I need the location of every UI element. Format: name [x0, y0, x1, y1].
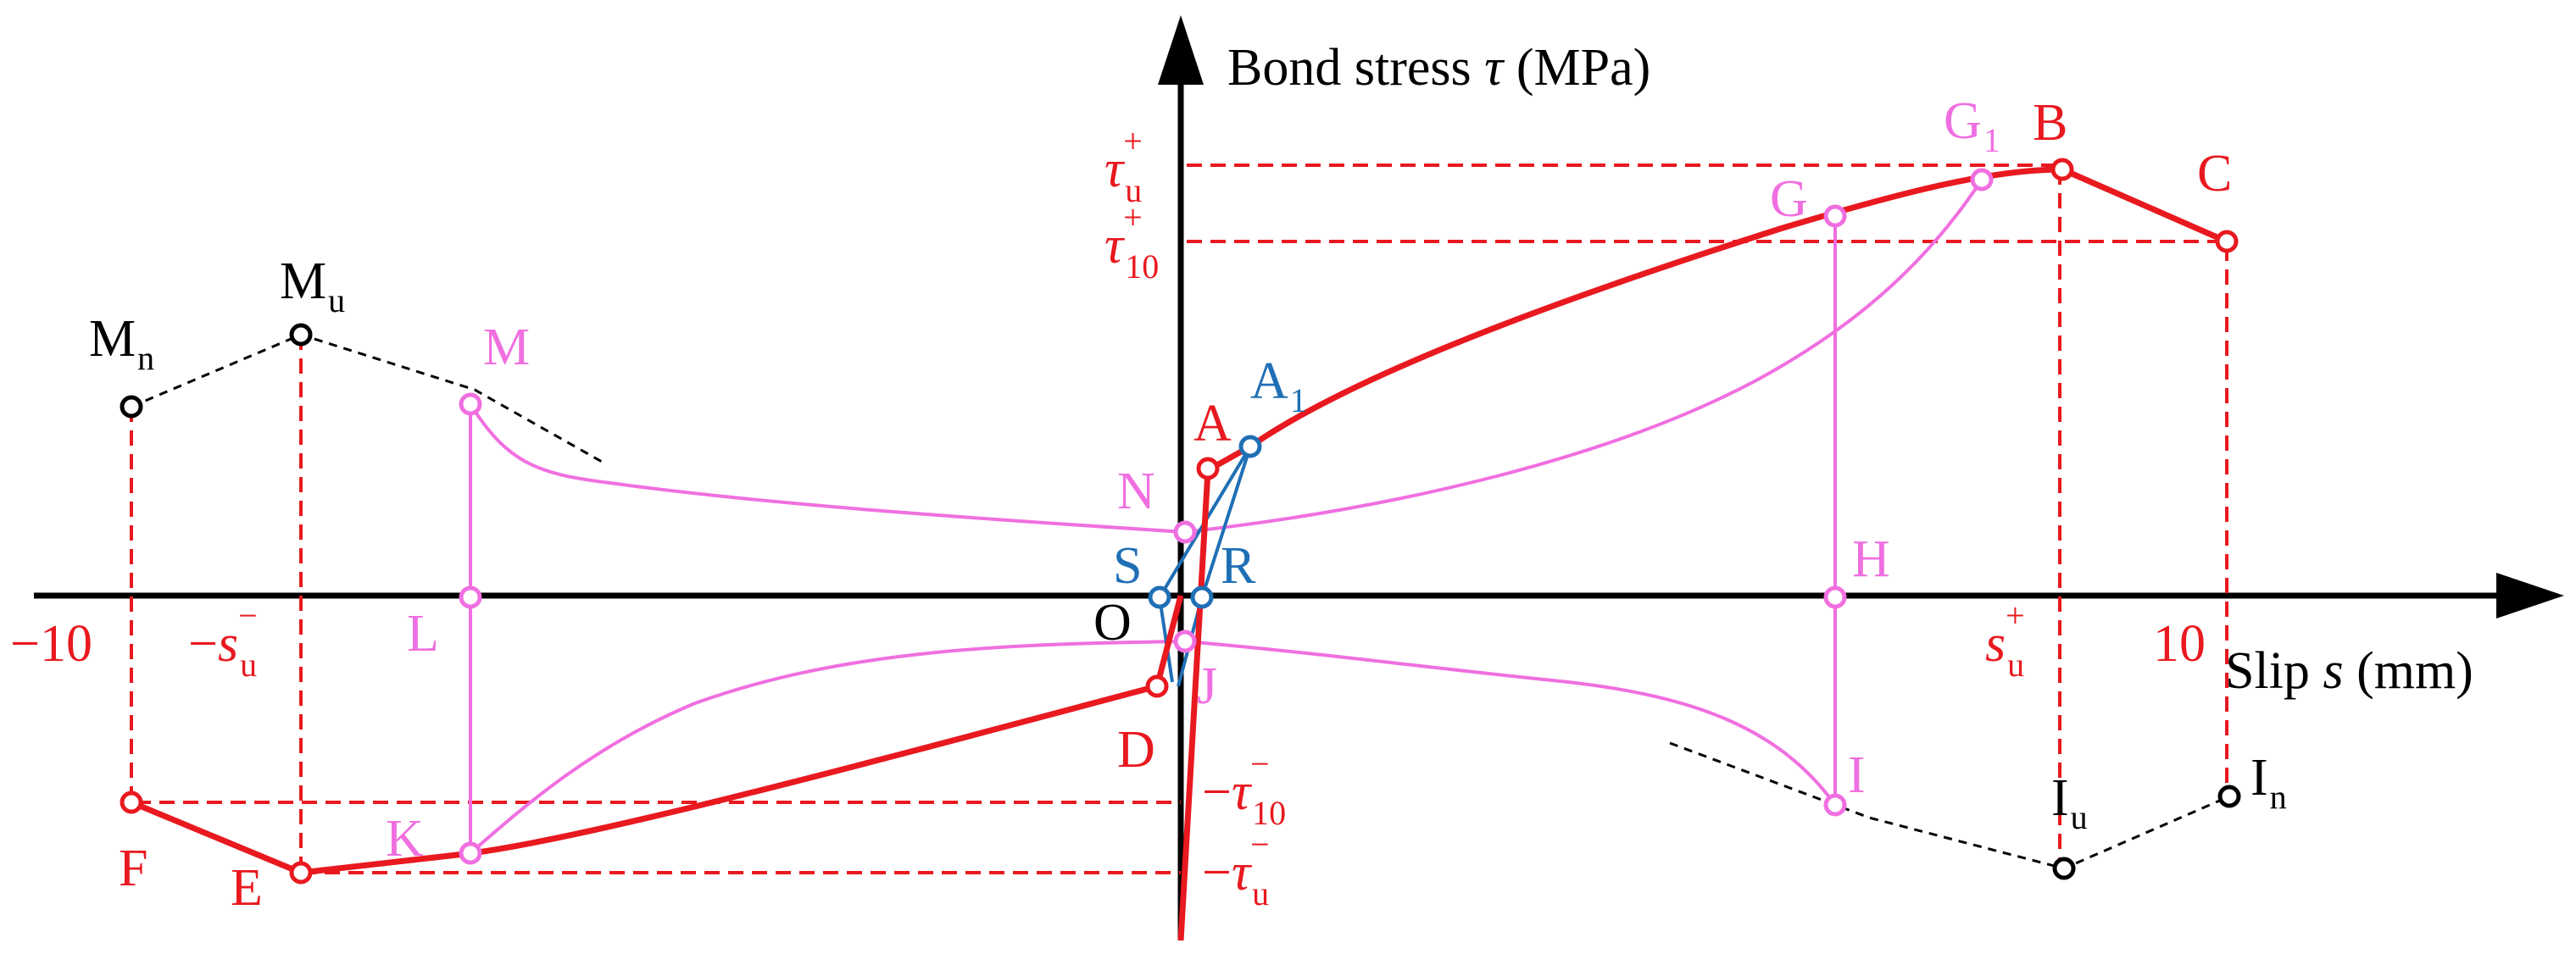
label-H: H [1852, 530, 1890, 588]
label-tau-u-pos: τu+ [1104, 122, 1143, 209]
blue-line-3 [1200, 446, 1252, 598]
marker-K [459, 841, 482, 865]
marker-D [1145, 674, 1169, 698]
marker-S [1148, 585, 1171, 609]
curve-j-to-k [469, 640, 1186, 855]
label-tau-u-neg: −τu− [1202, 825, 1270, 912]
x-tick-pos-10: 10 [2153, 615, 2206, 673]
label-O: O [1093, 594, 1132, 652]
markers [120, 158, 2241, 885]
marker-Mn [120, 395, 143, 419]
label-s-u-pos: su+ [1985, 596, 2025, 684]
marker-F [120, 790, 143, 814]
marker-H [1823, 585, 1847, 609]
unload-curves [469, 178, 1983, 855]
extension-lines [131, 333, 2230, 870]
label-Mn: Mn [89, 310, 154, 377]
label-K: K [386, 810, 424, 868]
label-G: G [1770, 170, 1808, 228]
label-A1: A1 [1250, 352, 1307, 419]
marker-R [1190, 585, 1214, 609]
marker-G1 [1970, 168, 1994, 191]
x-axis-title: Slip s (mm) [2225, 642, 2473, 700]
label-In: In [2251, 749, 2287, 816]
y-axis-title: Bond stress τ (MPa) [1227, 39, 1650, 97]
marker-C [2215, 230, 2239, 253]
y-axis-arrow [1158, 15, 1204, 85]
label-s-u-neg: −su− [188, 596, 258, 684]
label-M: M [483, 319, 530, 376]
curve-m-to-n [469, 402, 1186, 534]
guide-lines [130, 164, 2228, 874]
label-D: D [1117, 721, 1155, 779]
label-A: A [1193, 395, 1232, 452]
marker-Iu [2052, 857, 2076, 880]
label-C: C [2197, 145, 2232, 202]
label-G1: G1 [1944, 92, 2000, 159]
blue-line-4 [1158, 596, 1174, 683]
iu-in-extension [1669, 741, 2230, 870]
label-Mu: Mu [280, 252, 345, 319]
x-axis-arrow [2496, 573, 2564, 618]
label-R: R [1221, 537, 1256, 595]
mn-mu-extension [131, 333, 603, 463]
x-tick-neg-10: −10 [10, 615, 92, 673]
label-I: I [1848, 746, 1866, 804]
marker-A [1196, 457, 1220, 480]
label-E: E [231, 859, 263, 917]
label-J: J [1197, 657, 1217, 715]
marker-B [2050, 158, 2074, 181]
label-tau-10-pos: τ10+ [1104, 198, 1159, 286]
marker-E [289, 861, 313, 885]
marker-Mu [289, 323, 313, 347]
marker-A1 [1238, 435, 1262, 458]
label-N: N [1117, 463, 1155, 520]
curve-n-to-g1 [1184, 178, 1983, 534]
marker-G [1823, 204, 1847, 228]
backbone-negative [130, 595, 1184, 876]
marker-M [459, 392, 482, 416]
label-B: B [2033, 94, 2067, 152]
label-S: S [1113, 537, 1142, 595]
curve-i-to-j [1184, 640, 1837, 807]
marker-In [2217, 785, 2241, 808]
label-L: L [407, 605, 439, 663]
marker-J [1173, 630, 1197, 653]
label-Iu: Iu [2051, 769, 2088, 836]
label-tau-10-neg: −τ10− [1202, 745, 1286, 832]
marker-I [1823, 793, 1847, 817]
label-F: F [119, 840, 147, 897]
marker-L [459, 585, 482, 609]
marker-N [1173, 520, 1197, 544]
axes [34, 15, 2564, 940]
